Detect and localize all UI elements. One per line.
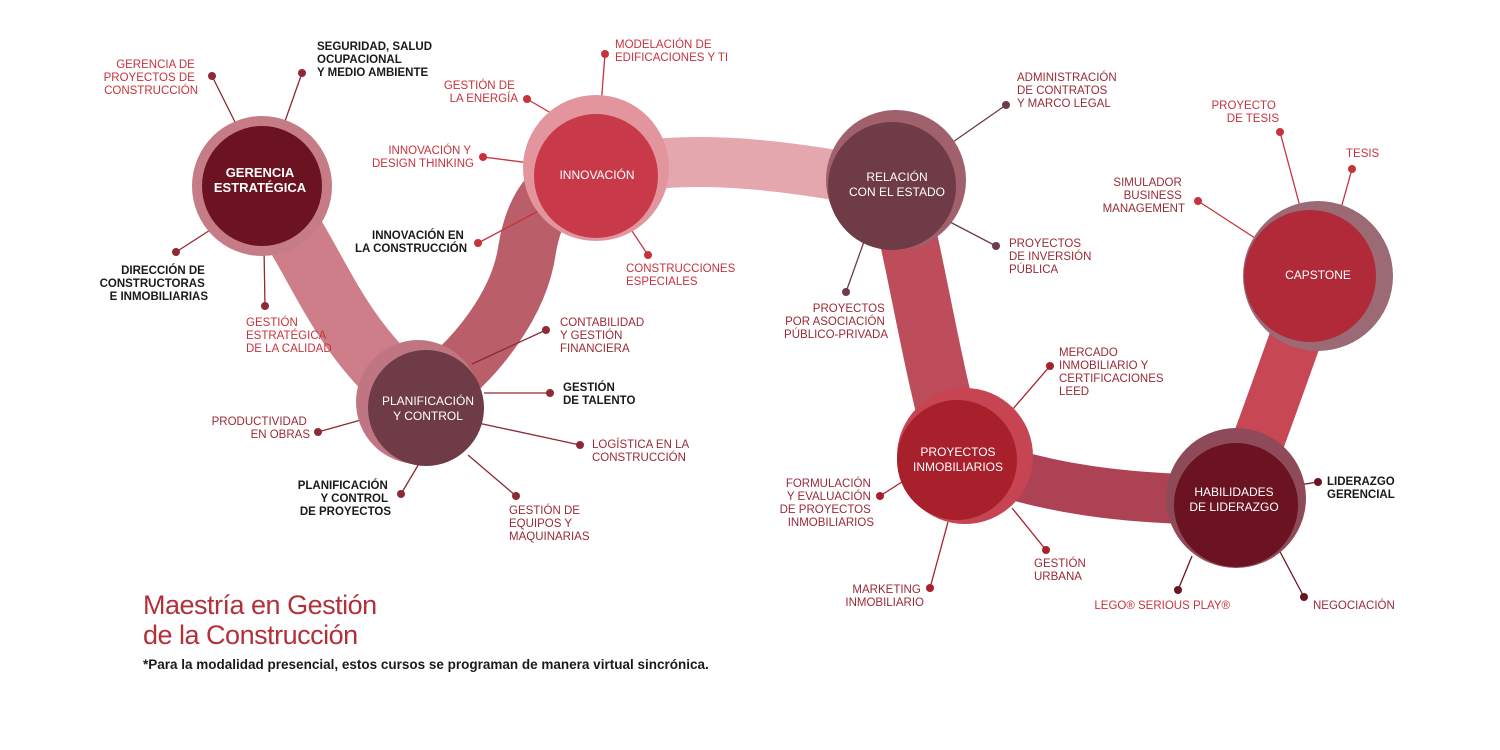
label-innovacion-construccion: INNOVACIÓN EN LA CONSTRUCCIÓN (355, 229, 467, 255)
label-asociacion: PROYECTOS POR ASOCIACIÓN PÚBLICO-PRIVADA (784, 303, 888, 341)
svg-text:INMOBILIARIOS: INMOBILIARIOS (913, 460, 1003, 474)
svg-text:RELACIÓN: RELACIÓN (866, 169, 927, 184)
hub-gerencia-estrategica (192, 116, 332, 256)
label-equipos: GESTIÓN DE EQUIPOS Y MAQUINARIAS (509, 504, 590, 543)
label-proyecto-tesis: PROYECTO DE TESIS (1211, 100, 1279, 125)
svg-text:PROYECTOS: PROYECTOS (920, 445, 995, 459)
hub-planificacion-line1: PLANIFICACIÓN (382, 393, 474, 408)
hub-planificacion-control (356, 340, 484, 466)
hub-capstone-line1: CAPSTONE (1285, 268, 1351, 282)
hub-innovacion-line1: INNOVACIÓN (559, 167, 634, 182)
label-seguridad: SEGURIDAD, SALUD OCUPACIONAL Y MEDIO AMB… (317, 41, 435, 79)
label-planificacion-proyectos: PLANIFICACIÓN Y CONTROL DE PROYECTOS (298, 479, 392, 518)
hub-proyectos-line2: INMOBILIARIOS (913, 460, 1003, 474)
hub-habilidades-line1: HABILIDADES (1194, 485, 1273, 499)
program-title-line1: Maestría en Gestión (143, 590, 377, 620)
label-energia: GESTIÓN DE LA ENERGÍA (444, 79, 518, 105)
hub-titles: GERENCIA ESTRATÉGICA PLANIFICACIÓN Y CON… (214, 165, 1351, 514)
hub-innovacion (523, 95, 669, 241)
svg-text:GERENCIA: GERENCIA (226, 165, 295, 180)
label-productividad: PRODUCTIVIDAD EN OBRAS (212, 416, 311, 441)
hub-relacion-line1: RELACIÓN (866, 169, 927, 184)
label-formulacion: FORMULACIÓN Y EVALUACIÓN DE PROYECTOS IN… (780, 477, 875, 529)
label-urbana: GESTIÓN URBANA (1034, 557, 1089, 583)
label-construcciones-especiales: CONSTRUCCIONES ESPECIALES (626, 263, 738, 288)
leader-dots (172, 50, 1356, 601)
hub-capstone (1243, 201, 1393, 351)
hub-relacion-estado (826, 110, 966, 250)
hub-relacion-line2: CON EL ESTADO (849, 185, 945, 199)
footnote: *Para la modalidad presencial, estos cur… (143, 657, 709, 672)
hub-habilidades-line2: DE LIDERAZGO (1189, 500, 1278, 514)
hub-gerencia-line2: ESTRATÉGICA (214, 180, 307, 195)
label-talento: GESTIÓN DE TALENTO (563, 381, 635, 407)
hub-proyectos-line1: PROYECTOS (920, 445, 995, 459)
svg-text:HABILIDADES: HABILIDADES (1194, 485, 1273, 499)
svg-text:INNOVACIÓN: INNOVACIÓN (559, 167, 634, 182)
svg-text:DE LIDERAZGO: DE LIDERAZGO (1189, 500, 1278, 514)
program-title-line2: de la Construcción (143, 620, 358, 650)
label-design-thinking: INNOVACIÓN Y DESIGN THINKING (372, 144, 474, 170)
hub-planificacion-line2: Y CONTROL (393, 409, 463, 423)
label-contabilidad: CONTABILIDAD Y GESTIÓN FINANCIERA (560, 317, 647, 355)
svg-text:CAPSTONE: CAPSTONE (1285, 268, 1351, 282)
label-simulador: SIMULADOR BUSINESS MANAGEMENT (1103, 177, 1185, 215)
leader-lines (175, 53, 1353, 598)
hub-gerencia-line1: GERENCIA (226, 165, 295, 180)
label-negociacion: NEGOCIACIÓN (1313, 599, 1395, 612)
label-inversion-publica: PROYECTOS DE INVERSIÓN PÚBLICA (1009, 238, 1095, 276)
label-lego: LEGO® SERIOUS PLAY® (1094, 600, 1230, 612)
label-tesis: TESIS (1346, 148, 1380, 160)
course-labels: GERENCIA DE PROYECTOS DE CONSTRUCCIÓN SE… (100, 38, 1398, 612)
label-gerencia-proyectos: GERENCIA DE PROYECTOS DE CONSTRUCCIÓN (104, 59, 198, 97)
label-liderazgo: LIDERAZGO GERENCIAL (1327, 476, 1398, 501)
label-modelacion: MODELACIÓN DE EDIFICACIONES Y TI (615, 38, 728, 64)
label-logistica: LOGÍSTICA EN LA CONSTRUCCIÓN (592, 438, 692, 464)
label-gestion-calidad: GESTIÓN ESTRATÉGICA DE LA CALIDAD (246, 316, 332, 355)
program-title: Maestría en Gestión de la Construcción (143, 590, 377, 650)
label-direccion: DIRECCIÓN DE CONSTRUCTORAS E INMOBILIARI… (100, 264, 209, 303)
svg-text:CON EL ESTADO: CON EL ESTADO (849, 185, 945, 199)
label-marketing: MARKETING INMOBILIARIO (845, 584, 924, 609)
hub-proyectos-inmobiliarios (897, 388, 1033, 524)
svg-text:PLANIFICACIÓN: PLANIFICACIÓN (382, 393, 474, 408)
svg-text:Y CONTROL: Y CONTROL (393, 409, 463, 423)
hub-habilidades-liderazgo (1166, 428, 1306, 568)
label-mercado: MERCADO INMOBILIARIO Y CERTIFICACIONES L… (1059, 347, 1167, 398)
label-administracion: ADMINISTRACIÓN DE CONTRATOS Y MARCO LEGA… (1017, 71, 1120, 110)
svg-text:ESTRATÉGICA: ESTRATÉGICA (214, 180, 307, 195)
